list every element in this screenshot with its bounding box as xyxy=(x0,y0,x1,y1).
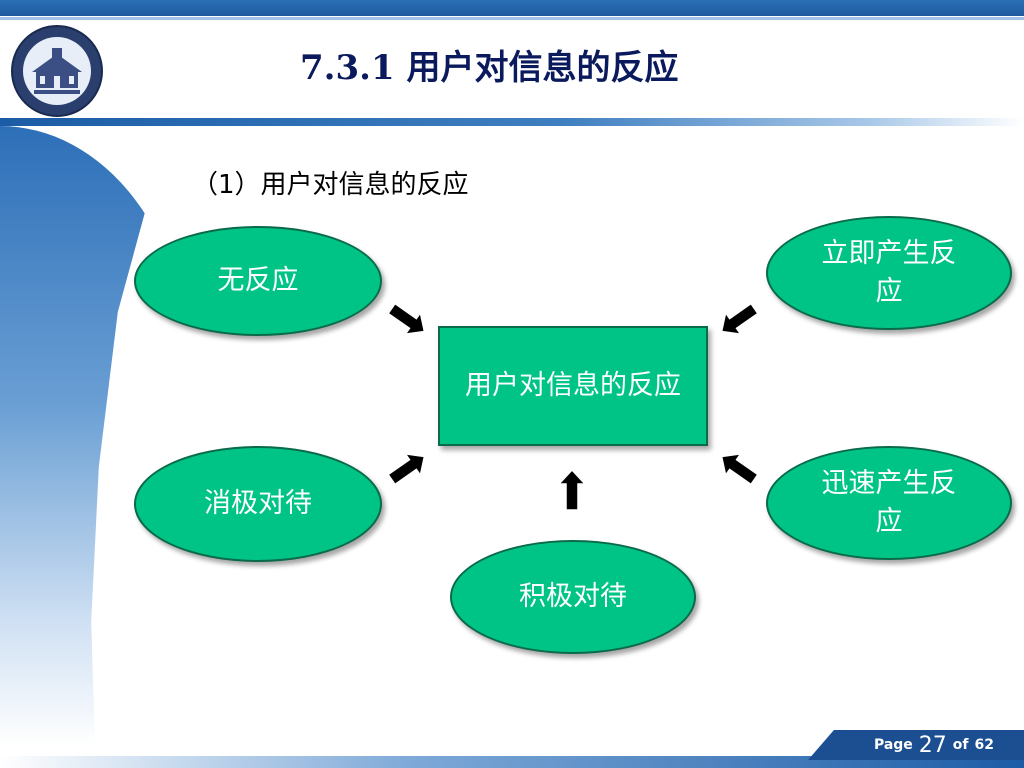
header-divider-band xyxy=(0,118,1024,126)
arrow-up-left-icon xyxy=(720,452,759,486)
section-subtitle: （1）用户对信息的反应 xyxy=(192,170,469,200)
left-decor-swoosh xyxy=(0,126,190,746)
node-rapid-reaction: 迅速产生反应 xyxy=(766,446,1012,560)
of-label: of xyxy=(952,737,969,753)
node-immediate-reaction: 立即产生反应 xyxy=(766,216,1012,330)
arrow-up-right-icon xyxy=(387,452,426,486)
university-seal-logo xyxy=(11,25,103,117)
top-decor-bar xyxy=(0,0,1024,20)
arrow-down-left-icon xyxy=(720,302,759,336)
footer-decor-bar xyxy=(0,756,1024,768)
arrow-down-right-icon xyxy=(387,302,426,336)
node-positive-treatment: 积极对待 xyxy=(450,540,696,654)
total-pages: 62 xyxy=(974,737,994,753)
page-label: Page xyxy=(873,737,913,753)
node-no-reaction: 无反应 xyxy=(134,226,382,336)
center-concept-box: 用户对信息的反应 xyxy=(438,326,708,446)
arrow-up-icon xyxy=(557,468,587,511)
page-indicator: Page 27 of 62 xyxy=(808,730,1024,760)
slide-title: 7.3.1 用户对信息的反应 xyxy=(300,48,679,88)
page-number: 27 xyxy=(918,732,947,758)
node-negative-treatment: 消极对待 xyxy=(134,446,382,562)
